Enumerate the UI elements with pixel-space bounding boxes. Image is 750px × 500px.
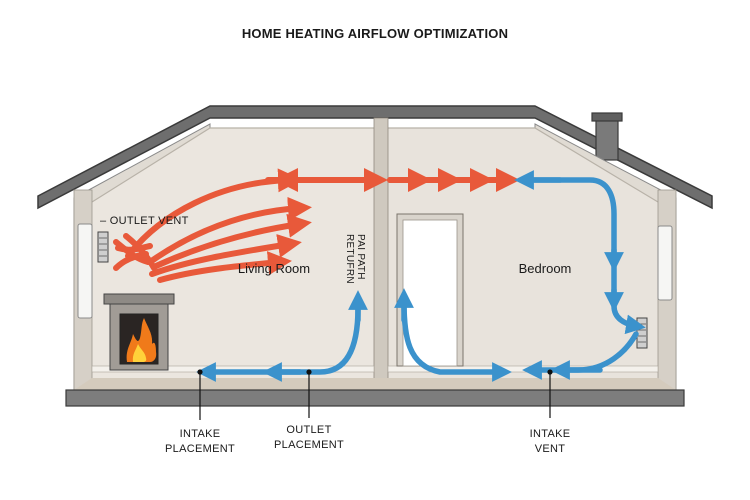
outlet-vent-label: – OUTLET VENT <box>100 215 189 227</box>
left-wall-radiator <box>77 223 93 319</box>
intake-vent-label-line1: INTAKE <box>530 428 571 440</box>
intake-placement-label-line1: INTAKE <box>180 428 221 440</box>
outlet-placement-label-line2: PLACEMENT <box>274 439 344 451</box>
outlet-placement-label-line1: OUTLET <box>286 424 331 436</box>
return-path-label-line2: PAI PATH <box>355 234 366 280</box>
callout-leaders <box>197 369 553 420</box>
chimney-cap <box>591 112 623 122</box>
return-path-label-line1: RETUFRN <box>344 234 355 284</box>
roof <box>37 105 713 210</box>
diagram-title: HOME HEATING AIRFLOW OPTIMIZATION <box>242 26 508 41</box>
ceiling-edge <box>91 127 659 203</box>
outlet-vent-grille <box>97 231 109 263</box>
floor <box>74 378 676 390</box>
warm-airflow <box>113 168 520 283</box>
floor-slab <box>65 389 685 407</box>
return-path-label: RETUFRN PAI PATH <box>344 234 366 284</box>
central-partition <box>373 117 389 381</box>
fireplace <box>103 293 175 371</box>
intake-vent-label-line2: VENT <box>535 443 566 455</box>
chimney <box>595 119 619 161</box>
intake-placement-label-line2: PLACEMENT <box>165 443 235 455</box>
outlet-vent-slats <box>99 237 107 257</box>
cool-airflow <box>196 170 646 382</box>
bedroom-label: Bedroom <box>519 261 572 276</box>
right-wall-radiator <box>657 225 673 301</box>
fire-icon <box>126 318 157 362</box>
living-room-label: Living Room <box>238 261 310 276</box>
